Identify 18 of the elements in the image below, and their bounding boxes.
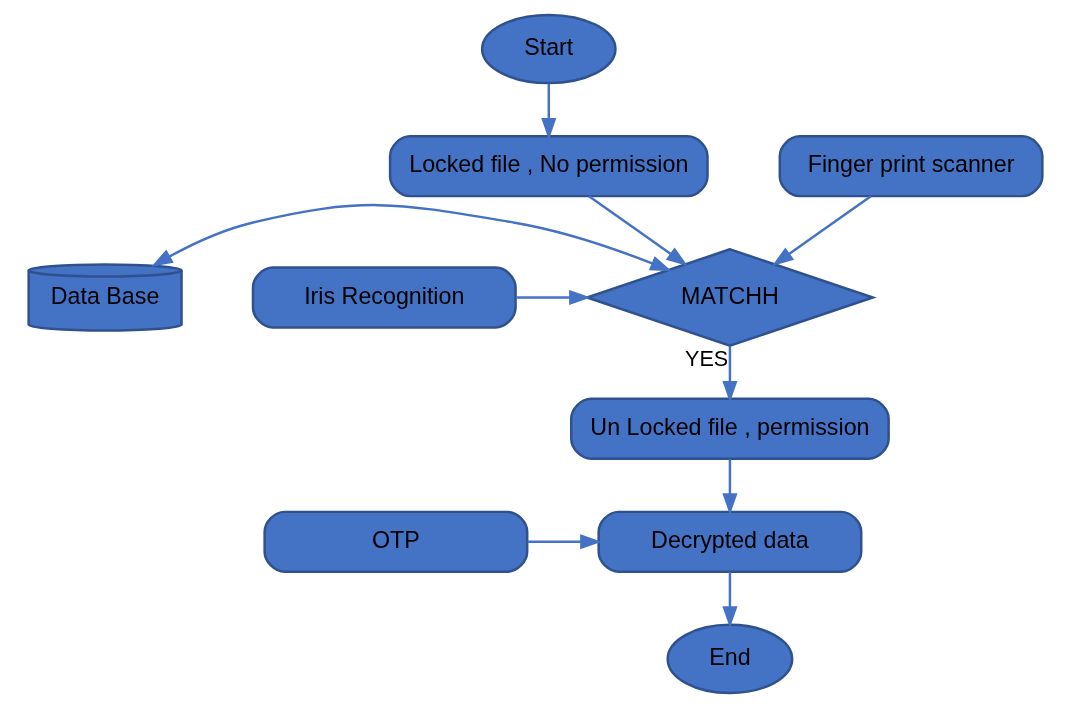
edge-label: YES [685, 346, 729, 372]
node-box: OTP [263, 510, 529, 573]
arrow [515, 289, 591, 306]
arrow [541, 83, 557, 140]
arrow [722, 459, 738, 515]
arrow [722, 346, 738, 403]
node-ellipse: Start [480, 13, 617, 85]
node-box: Un Locked file , permission [570, 397, 890, 460]
node-box: Finger print scanner [778, 135, 1044, 198]
arrow [722, 572, 738, 628]
node-box: Iris Recognition [251, 266, 517, 329]
arrow [151, 204, 672, 272]
node-box: Decrypted data [597, 510, 863, 573]
node-box: Locked file , No permission [388, 135, 709, 198]
arrow [588, 195, 688, 267]
arrow [772, 195, 872, 267]
arrow [527, 534, 602, 550]
node-ellipse: End [666, 623, 794, 695]
